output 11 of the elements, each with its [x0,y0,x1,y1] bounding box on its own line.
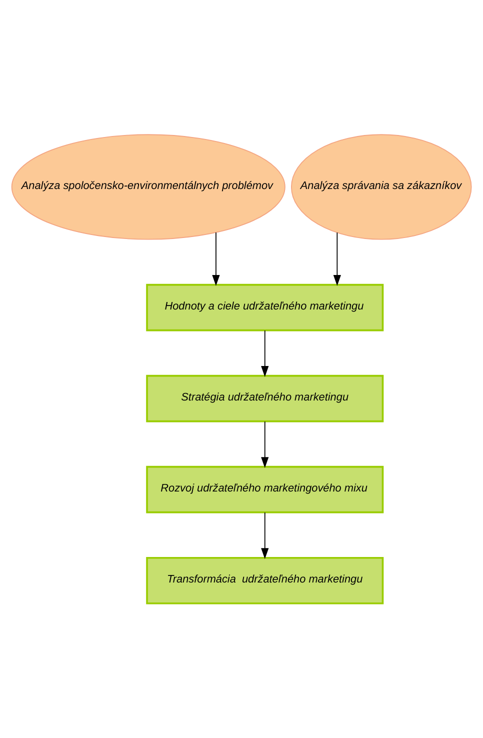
node-box: Rozvoj udržateľného marketingového mixu [146,466,384,514]
arrow [261,421,269,468]
arrow [333,232,341,286]
node-ellipse: Analýza správania sa zákazníkov [290,134,472,240]
arrow [212,232,220,286]
arrow [261,330,269,377]
node-box: Transformácia udržateľného marketingu [146,556,384,604]
node-box: Stratégia udržateľného marketingu [146,374,384,422]
node-box: Hodnoty a ciele udržateľného marketingu [146,284,384,332]
arrow [261,512,269,560]
node-ellipse: Analýza spoločensko-environmentálnych problémov [11,134,286,240]
